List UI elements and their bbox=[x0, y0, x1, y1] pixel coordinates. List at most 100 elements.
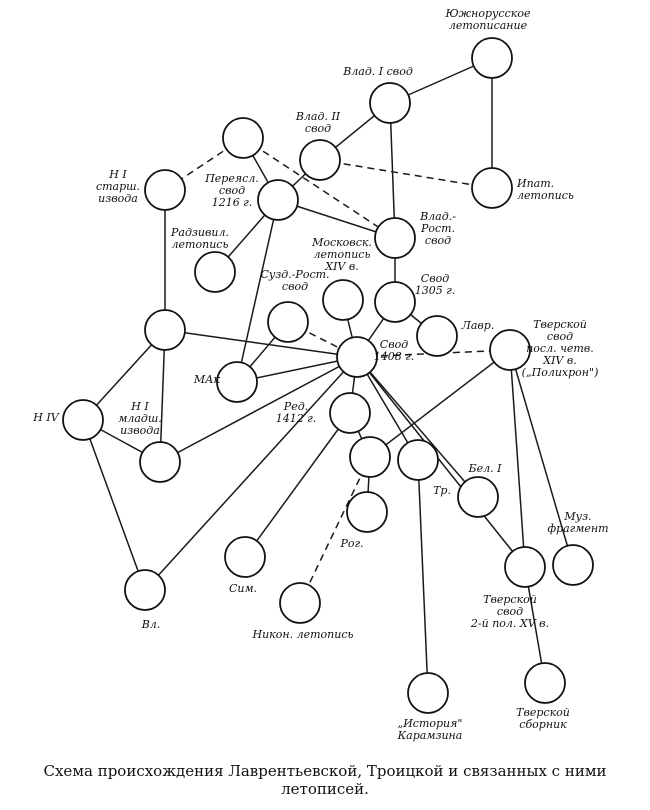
label-vl: Вл. bbox=[141, 618, 161, 631]
label-bel1: Бел. I bbox=[468, 462, 503, 475]
node-nikon bbox=[279, 582, 321, 624]
label-red1412: Ред.1412 г. bbox=[276, 400, 317, 425]
label-sim-line-1: Сим. bbox=[229, 582, 257, 595]
diagram-nodes bbox=[62, 37, 594, 714]
node-vlad_rost bbox=[374, 217, 416, 259]
label-lavr-line-1: Лавр. bbox=[461, 319, 495, 332]
node-rog bbox=[346, 491, 388, 533]
label-n1_star-line-1: Н I bbox=[108, 168, 127, 181]
label-nikon: Никон. летопись bbox=[252, 628, 354, 641]
label-suzd_rost-line-2: свод bbox=[282, 280, 308, 293]
edge-svod1408-n1_mlad bbox=[159, 356, 358, 463]
node-vl bbox=[124, 569, 166, 611]
node-pereyasl bbox=[257, 179, 299, 221]
node-unk_mid bbox=[349, 436, 391, 478]
label-istoriya-line-1: „История" bbox=[398, 717, 463, 730]
label-istoriya-line-2: Карамзина bbox=[397, 729, 463, 742]
node-red1412 bbox=[329, 392, 371, 434]
label-bel1-line-1: Бел. I bbox=[468, 462, 503, 475]
label-nikon-line-1: Никон. летопись bbox=[252, 628, 354, 641]
edge-tr-istoriya bbox=[417, 459, 429, 694]
edge-n_mid-n1_mlad bbox=[159, 329, 166, 463]
dashed-edge-vlad2-ipat bbox=[319, 159, 493, 189]
node-unk_top bbox=[222, 117, 264, 159]
label-svod1305-line-2: 1305 г. bbox=[415, 284, 456, 297]
label-vlad2-line-1: Влад. II bbox=[295, 110, 341, 123]
label-ma-line-1: МАк bbox=[193, 373, 221, 386]
label-n1_star-line-3: извода bbox=[98, 192, 138, 205]
edge-svod1408-bel1 bbox=[356, 356, 479, 498]
dashed-edge-unk_mid-nikon bbox=[299, 456, 371, 604]
label-n4-line-1: Н IV bbox=[32, 411, 59, 424]
label-n1_mlad-line-3: извода bbox=[120, 424, 160, 437]
label-n4: Н IV bbox=[32, 411, 59, 424]
label-n1_star-line-2: старш. bbox=[96, 180, 140, 193]
edge-n_mid-svod1408 bbox=[164, 329, 358, 358]
node-lavr bbox=[416, 315, 458, 357]
edge-red1412-sim bbox=[244, 412, 351, 558]
node-bel1 bbox=[457, 476, 499, 518]
node-suzd bbox=[267, 301, 309, 343]
node-vlad2 bbox=[299, 139, 341, 181]
node-sim bbox=[224, 536, 266, 578]
label-svod1408-line-2: 1408 г. bbox=[374, 350, 415, 363]
label-moskov-line-1: Московск. bbox=[311, 236, 372, 249]
label-yuzhnorusskoe-line-2: летописание bbox=[449, 19, 528, 32]
label-svod1408-line-1: Свод bbox=[380, 338, 408, 351]
label-istoriya: „История"Карамзина bbox=[397, 717, 463, 742]
label-radziv-line-2: летопись bbox=[172, 238, 229, 251]
label-rog: Рог. bbox=[339, 537, 363, 550]
edge-tverskoy-muz bbox=[509, 349, 574, 566]
label-pereyasl-line-3: 1216 г. bbox=[212, 196, 253, 209]
node-tv2 bbox=[504, 546, 546, 588]
label-ipat-line-2: летопись bbox=[517, 189, 574, 202]
label-tv_sbornik-line-1: Тверской bbox=[516, 706, 570, 719]
edge-pereyasl-ma bbox=[236, 199, 279, 383]
label-tverskoy_svod-line-4: XIV в. bbox=[542, 354, 577, 367]
label-tverskoy_2pol-line-2: свод bbox=[497, 605, 523, 618]
label-pereyasl-line-2: свод bbox=[219, 184, 245, 197]
label-tverskoy_2pol-line-1: Тверской bbox=[483, 593, 537, 606]
node-n4 bbox=[62, 399, 104, 441]
label-tverskoy_2pol-line-3: 2-й пол. XV в. bbox=[470, 617, 549, 630]
label-sim: Сим. bbox=[229, 582, 257, 595]
edge-tverskoy-tv2 bbox=[509, 349, 526, 568]
label-vlad_rost: Влад.-Рост.свод bbox=[419, 210, 456, 247]
label-tr: Тр. bbox=[433, 484, 451, 497]
node-svod1305 bbox=[374, 281, 416, 323]
figure-caption: Схема происхождения Лаврентьевской, Трои… bbox=[10, 762, 640, 798]
edge-svod1408-tv2 bbox=[356, 356, 526, 568]
caption-line-1: Схема происхождения Лаврентьевской, Трои… bbox=[43, 762, 607, 780]
label-moskov-line-3: XIV в. bbox=[324, 260, 359, 273]
node-n_mid bbox=[144, 309, 186, 351]
label-n1_mlad-line-2: младш. bbox=[118, 412, 162, 425]
label-suzd_rost-line-1: Сузд.-Рост. bbox=[260, 268, 329, 281]
dashed-edge-unk_top-vlad_rost bbox=[242, 137, 396, 239]
node-moskov bbox=[322, 279, 364, 321]
label-muz-line-1: Муз. bbox=[563, 510, 591, 523]
label-moskov-line-2: летопись bbox=[314, 248, 371, 261]
label-tverskoy_svod-line-2: свод bbox=[547, 330, 573, 343]
label-muz-line-2: фрагмент bbox=[547, 522, 608, 535]
label-tv_sbornik-line-2: сборник bbox=[519, 718, 567, 731]
label-svod1305-line-1: Свод bbox=[421, 272, 449, 285]
label-rog-line-1: Рог. bbox=[339, 537, 363, 550]
label-suzd_rost: Сузд.-Рост.свод bbox=[260, 268, 329, 293]
label-tverskoy_svod-line-5: („Полихрон") bbox=[522, 366, 599, 379]
label-red1412-line-1: Ред. bbox=[283, 400, 308, 413]
label-radziv: Радзивил.летопись bbox=[170, 226, 229, 251]
label-ipat-line-1: Ипат. bbox=[516, 177, 554, 190]
label-vlad1: Влад. I свод bbox=[342, 65, 413, 78]
edge-svod1408-vl bbox=[144, 356, 358, 591]
edge-tverskoy-unk_mid bbox=[369, 349, 511, 458]
label-lavr: Лавр. bbox=[461, 319, 495, 332]
node-muz bbox=[552, 544, 594, 586]
